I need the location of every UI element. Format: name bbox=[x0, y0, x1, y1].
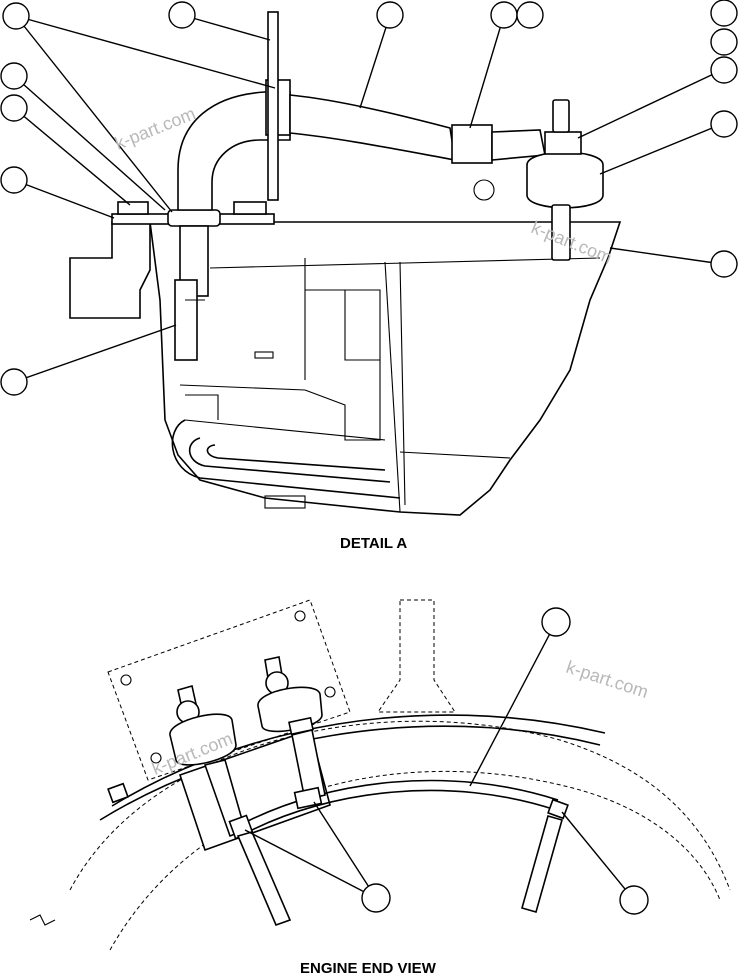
upper-hose bbox=[289, 94, 456, 161]
leader-line bbox=[577, 69, 723, 139]
vertical-plate bbox=[399, 261, 406, 506]
leader-line bbox=[469, 621, 557, 787]
callout-balloon bbox=[0, 94, 28, 122]
callout-balloon bbox=[0, 368, 28, 396]
callout-balloon bbox=[541, 607, 571, 637]
plate-hole bbox=[150, 752, 162, 764]
leader-line bbox=[15, 15, 276, 89]
leader-line bbox=[599, 123, 723, 175]
engine-end-view-caption: ENGINE END VIEW bbox=[300, 960, 436, 977]
valve-post bbox=[551, 204, 571, 261]
port-hole bbox=[473, 179, 495, 201]
callouts bbox=[0, 0, 738, 915]
leader-line bbox=[13, 179, 115, 219]
plate-hole bbox=[324, 686, 336, 698]
callout-balloon bbox=[0, 166, 28, 194]
callout-balloon bbox=[2, 2, 30, 30]
flange-arc bbox=[99, 725, 601, 821]
valve-tube bbox=[291, 729, 326, 801]
leader-line bbox=[13, 75, 166, 211]
leader-line bbox=[181, 14, 271, 41]
leader-line bbox=[244, 829, 377, 899]
leader-line bbox=[359, 14, 391, 109]
watermark: k-part.com bbox=[564, 657, 651, 702]
callout-balloon bbox=[168, 1, 196, 29]
callout-balloon bbox=[710, 56, 738, 84]
leader-line bbox=[609, 247, 723, 265]
plate-hole bbox=[120, 674, 132, 686]
callout-balloon bbox=[710, 110, 738, 138]
drop-tube-lower bbox=[174, 279, 198, 361]
heater-tube bbox=[188, 437, 391, 483]
leader-line bbox=[13, 107, 131, 206]
support-plate bbox=[267, 11, 279, 201]
tube-bracket bbox=[185, 394, 219, 420]
vertical-plate bbox=[384, 261, 401, 513]
inner-arc bbox=[109, 770, 721, 951]
callout-balloon bbox=[376, 1, 404, 29]
callout-balloon bbox=[710, 28, 738, 56]
tube-arc bbox=[247, 789, 557, 833]
callout-balloon bbox=[619, 885, 649, 915]
callout-balloon bbox=[710, 0, 738, 27]
tower-outline bbox=[377, 599, 456, 713]
callout-balloon bbox=[0, 62, 28, 90]
valve-bracket bbox=[178, 728, 331, 852]
valve-stem bbox=[552, 99, 570, 133]
heater-tube bbox=[171, 419, 401, 499]
leader-line bbox=[15, 15, 173, 213]
inner-panel bbox=[304, 289, 381, 441]
callout-balloon bbox=[490, 1, 518, 29]
flange-arc bbox=[111, 714, 606, 807]
tube-end bbox=[521, 815, 563, 913]
callout-balloon bbox=[516, 1, 544, 29]
housing-edge bbox=[209, 257, 601, 269]
fitting-nut bbox=[167, 209, 221, 227]
heater-tube bbox=[184, 419, 386, 441]
detail-a-caption: DETAIL A bbox=[340, 535, 408, 552]
heater-tube bbox=[206, 444, 386, 471]
housing-body bbox=[149, 221, 622, 516]
tube-support bbox=[264, 495, 306, 509]
bracket-block bbox=[69, 221, 151, 319]
outer-arc bbox=[69, 720, 731, 891]
inner-panel bbox=[344, 290, 380, 361]
valve-body bbox=[526, 151, 604, 209]
callout-balloon bbox=[361, 883, 391, 913]
slot bbox=[254, 351, 274, 359]
housing-edge bbox=[179, 384, 306, 391]
plate-hole bbox=[294, 610, 306, 622]
flange-bolt bbox=[233, 201, 267, 215]
leader-line bbox=[13, 324, 177, 383]
flange-bolt bbox=[117, 201, 149, 215]
leader-line bbox=[561, 811, 635, 901]
mounting-plate-outline bbox=[107, 599, 351, 781]
valve-body bbox=[169, 713, 237, 766]
leader-lines bbox=[13, 14, 723, 901]
bent-tube bbox=[177, 91, 291, 211]
callout-balloon bbox=[710, 250, 738, 278]
leader-line bbox=[313, 801, 377, 899]
break-mark bbox=[29, 914, 56, 926]
engine-end-view bbox=[29, 599, 731, 951]
housing-edge bbox=[399, 451, 511, 459]
drain-tube bbox=[236, 831, 292, 927]
tube-arc bbox=[245, 779, 559, 823]
hose-coupler bbox=[451, 124, 493, 164]
leader-line bbox=[469, 14, 505, 129]
detail-a-view bbox=[69, 11, 622, 516]
valve-nut bbox=[544, 131, 582, 155]
flange-bolt bbox=[107, 782, 129, 804]
